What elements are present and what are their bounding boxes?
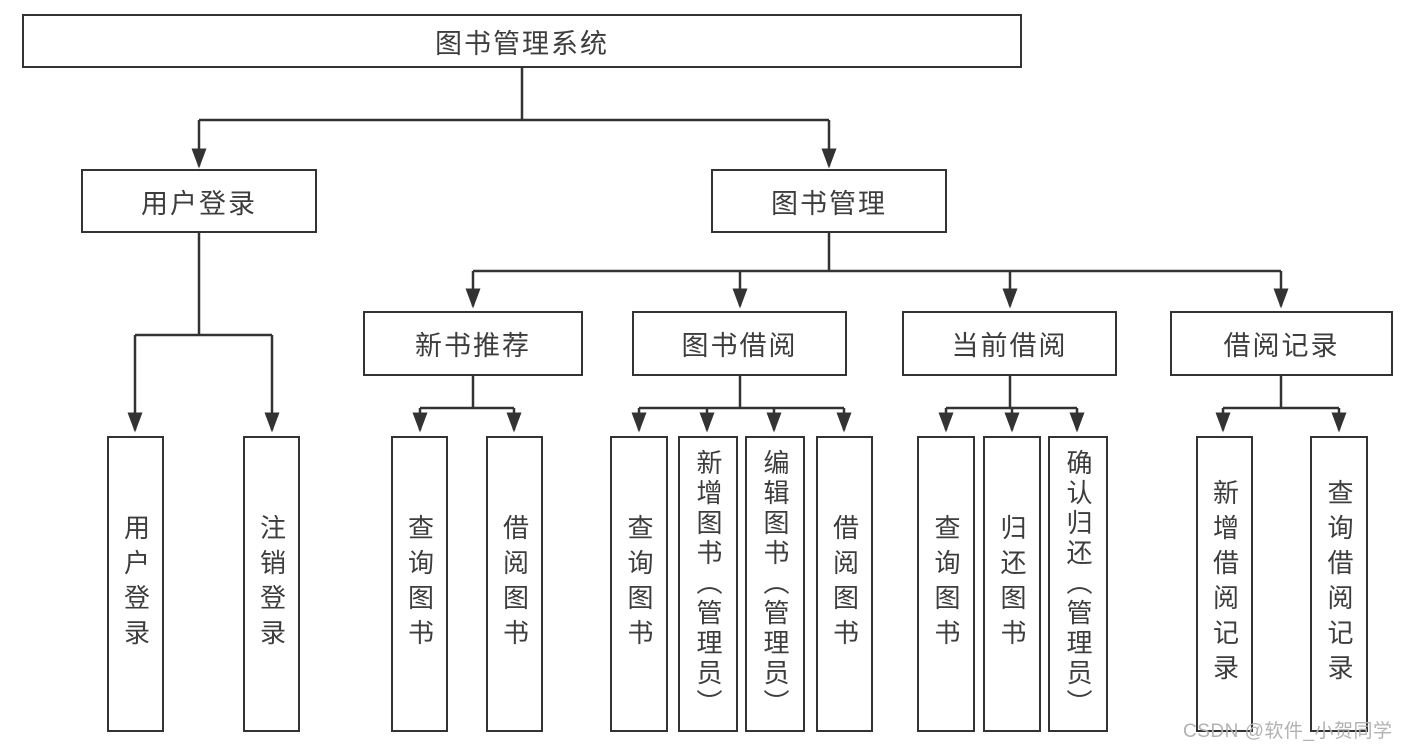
leaf-query-books-recommend: 查询图书 <box>391 436 448 732</box>
csdn-watermark: CSDN @软件_小贺同学 <box>1183 721 1393 742</box>
node-label: 图书借阅 <box>681 331 798 361</box>
node-label: 借阅记录 <box>1223 331 1340 361</box>
node-label: 注销登录 <box>256 514 287 654</box>
node-label: 查询图书 <box>404 514 435 654</box>
leaf-edit-book-admin: 编辑图书（管理员） <box>745 436 805 732</box>
node-label: 新增借阅记录 <box>1209 479 1240 689</box>
node-label: 新增图书（管理员） <box>693 449 723 719</box>
leaf-borrow-books-recommend: 借阅图书 <box>486 436 543 732</box>
leaf-logout: 注销登录 <box>243 436 300 732</box>
leaf-query-borrow-record: 查询借阅记录 <box>1310 436 1368 732</box>
node-label: 查询图书 <box>624 514 654 654</box>
node-label: 图书管理 <box>771 188 887 219</box>
leaf-add-borrow-record: 新增借阅记录 <box>1196 436 1253 732</box>
leaf-borrow-books: 借阅图书 <box>816 436 873 732</box>
node-label: 用户登录 <box>120 514 151 654</box>
node-label: 编辑图书（管理员） <box>760 449 790 719</box>
leaf-confirm-return-admin: 确认归还（管理员） <box>1048 436 1108 732</box>
leaf-return-book: 归还图书 <box>983 436 1041 732</box>
node-label: 归还图书 <box>997 514 1027 654</box>
node-label: 当前借阅 <box>951 331 1068 361</box>
leaf-query-books-current: 查询图书 <box>917 436 975 732</box>
node-library-management-system: 图书管理系统 <box>22 14 1022 68</box>
node-label: 查询图书 <box>931 514 961 654</box>
node-book-borrowing: 图书借阅 <box>632 311 847 376</box>
leaf-user-login: 用户登录 <box>107 436 164 732</box>
leaf-query-books-borrow: 查询图书 <box>610 436 668 732</box>
node-label: 查询借阅记录 <box>1324 479 1354 689</box>
node-borrowing-records: 借阅记录 <box>1170 311 1393 376</box>
node-current-borrowing: 当前借阅 <box>902 311 1117 376</box>
node-user-login: 用户登录 <box>81 169 317 233</box>
leaf-add-book-admin: 新增图书（管理员） <box>678 436 738 732</box>
node-label: 确认归还（管理员） <box>1063 449 1093 719</box>
node-label: 新书推荐 <box>415 331 531 361</box>
node-label: 借阅图书 <box>499 514 530 654</box>
node-label: 图书管理系统 <box>435 28 609 59</box>
node-label: 用户登录 <box>141 188 257 219</box>
node-label: 借阅图书 <box>829 514 860 654</box>
node-new-book-recommendation: 新书推荐 <box>363 311 583 376</box>
node-book-management: 图书管理 <box>711 169 947 233</box>
